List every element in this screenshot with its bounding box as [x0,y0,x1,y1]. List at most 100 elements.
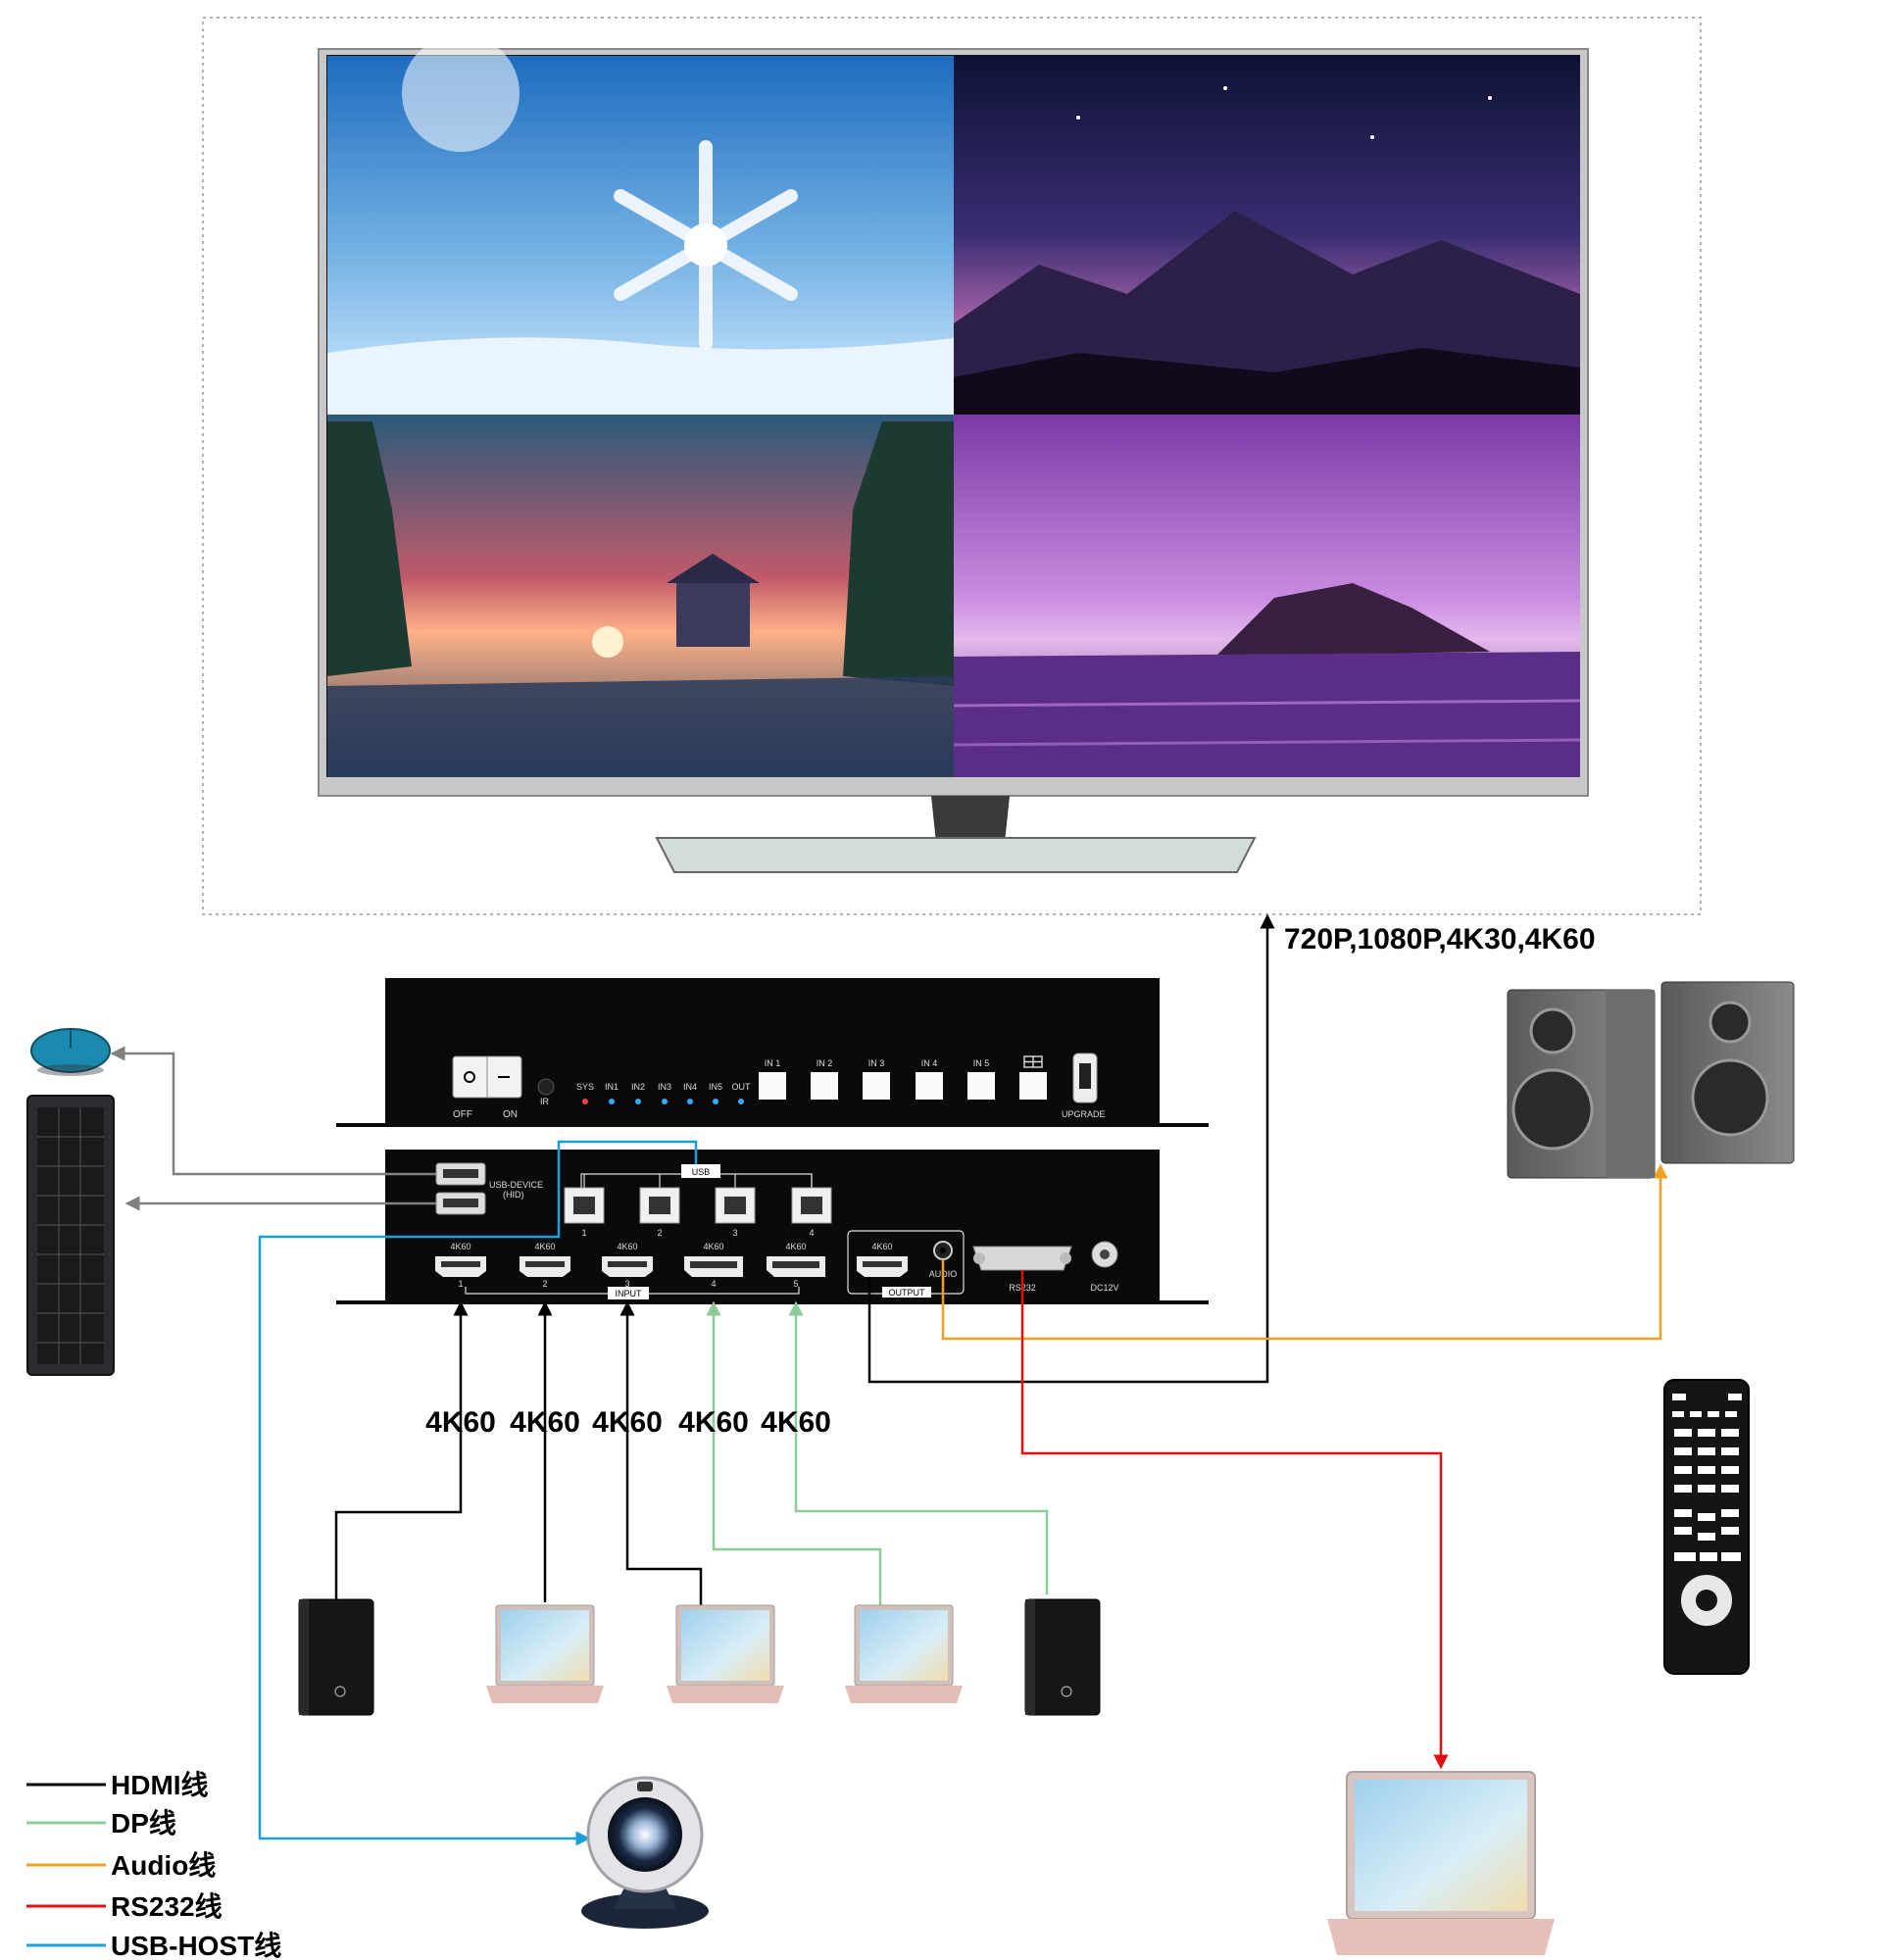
led-indicator-in5 [713,1099,718,1104]
input-button-label-1: IN 1 [765,1058,781,1068]
led-indicator-in1 [609,1099,615,1104]
mouse [30,1028,111,1076]
led-label-in5: IN5 [709,1082,722,1092]
input-button-label-5: IN 5 [973,1058,990,1068]
input-resolution-tag: 4K60 [785,1242,806,1251]
usb-host-port-number: 3 [732,1228,737,1238]
ir-sensor [537,1078,555,1096]
desktop-tower-2 [1024,1598,1101,1716]
led-indicator-in2 [635,1099,641,1104]
usb-host-port-number: 2 [657,1228,662,1238]
usb-host-port-number: 4 [809,1228,814,1238]
input-button-label-3: IN 3 [868,1058,885,1068]
laptop-1 [486,1604,604,1703]
input-port-number: 5 [793,1279,798,1289]
input-resolution-label-5: 4K60 [761,1406,831,1439]
video-input-ports: 4K60 1 4K60 2 4K60 3 4K60 4 4K60 5 [435,1242,825,1289]
input-port-number: 3 [624,1279,629,1289]
led-indicator-out [738,1099,744,1104]
power-on-label: ON [503,1109,518,1120]
input-button-5[interactable] [967,1072,995,1100]
led-label-in1: IN1 [605,1082,619,1092]
multiview-icon [1023,1055,1043,1068]
led-label-sys: SYS [576,1082,594,1092]
legend-label-1: HDMI线 [111,1770,209,1800]
input-source-devices [298,1598,1101,1716]
status-leds: SYS IN1 IN2 IN3 IN4 IN5 OUT [576,1082,751,1104]
input-port-number: 4 [711,1279,716,1289]
multiview-button[interactable] [1019,1072,1047,1100]
input-button-4[interactable] [916,1072,943,1100]
input-line-3 [619,1300,703,1605]
led-label-in2: IN2 [631,1082,645,1092]
hid-label: (HID) [503,1190,524,1200]
screen-quadrant-purple-sea [953,415,1581,777]
input-resolution-labels: 4K60 4K60 4K60 4K60 4K60 [425,1406,831,1439]
speakers [1507,981,1795,1179]
led-label-in3: IN3 [658,1082,671,1092]
usb-device-line-mouse [110,1046,436,1176]
dc-label: DC12V [1090,1283,1118,1293]
input-button-2[interactable] [811,1072,838,1100]
usb-host-line-webcam [258,1140,698,1846]
power-off-label: OFF [453,1109,472,1120]
input-line-5 [788,1300,1049,1594]
screen-quadrant-sunset-house [327,415,954,777]
input-label: INPUT [616,1289,643,1298]
input-port-number: 1 [458,1279,463,1289]
laptop-3 [845,1604,963,1703]
desktop-tower-1 [298,1598,374,1716]
usb-label: USB [692,1167,711,1177]
keyboard [26,1095,115,1376]
input-button-label-2: IN 2 [817,1058,833,1068]
connection-lines [110,913,1668,1846]
led-label-out: OUT [732,1082,752,1092]
input-resolution-tag: 4K60 [703,1242,723,1251]
input-button-1[interactable] [759,1072,786,1100]
device-top-panel: OFF ON IR SYS IN1 IN2 IN3 IN4 IN5 OUT IN 1 IN 2… [336,978,1209,1127]
input-button-3[interactable] [863,1072,890,1100]
input-resolution-label-1: 4K60 [425,1406,496,1439]
legend-label-4: RS232线 [111,1891,223,1922]
input-resolution-label-3: 4K60 [592,1406,663,1439]
input-resolution-tag: 4K60 [534,1242,555,1251]
rs232-line [1020,1270,1449,1770]
tv-monitor [318,34,1589,873]
output-resolution-tag: 4K60 [871,1242,892,1251]
input-resolution-tag: 4K60 [617,1242,637,1251]
rs232-port[interactable] [972,1246,1072,1271]
audio-line [941,1163,1668,1341]
usb-host-ports: 1 2 3 4 [564,1174,832,1238]
display-dashed-frame [202,17,1702,915]
led-indicator-in4 [687,1099,693,1104]
input-line-4 [706,1300,882,1605]
remote-control [1663,1379,1750,1675]
output-label: OUTPUT [889,1288,926,1298]
screen-quadrant-snowflake [327,34,954,415]
control-laptop [1327,1771,1555,1955]
output-resolution-label: 720P,1080P,4K30,4K60 [1284,923,1596,956]
input-select-buttons: IN 1 IN 2 IN 3 IN 4 IN 5 [759,1058,995,1100]
upgrade-label: UPGRADE [1062,1109,1106,1119]
led-label-in4: IN4 [683,1082,697,1092]
input-resolution-label-2: 4K60 [510,1406,580,1439]
input-resolution-label-4: 4K60 [678,1406,749,1439]
legend-label-3: Audio线 [111,1850,216,1881]
hdmi-output-line [867,913,1275,1384]
cable-legend: HDMI线 DP线 Audio线 RS232线 USB-HOST线 [26,1770,281,1960]
legend-label-2: DP线 [111,1808,176,1838]
legend-label-5: USB-HOST线 [111,1931,281,1960]
input-button-label-4: IN 4 [921,1058,938,1068]
usb-host-port-number: 1 [581,1228,586,1238]
webcam [581,1776,709,1929]
ir-label: IR [540,1097,550,1106]
led-indicator-sys [582,1099,588,1104]
usb-device-label: USB-DEVICE [489,1180,543,1190]
laptop-2 [667,1604,784,1703]
input-line-1 [334,1300,469,1607]
input-port-number: 2 [542,1279,547,1289]
input-resolution-tag: 4K60 [450,1242,470,1251]
led-indicator-in3 [662,1099,668,1104]
